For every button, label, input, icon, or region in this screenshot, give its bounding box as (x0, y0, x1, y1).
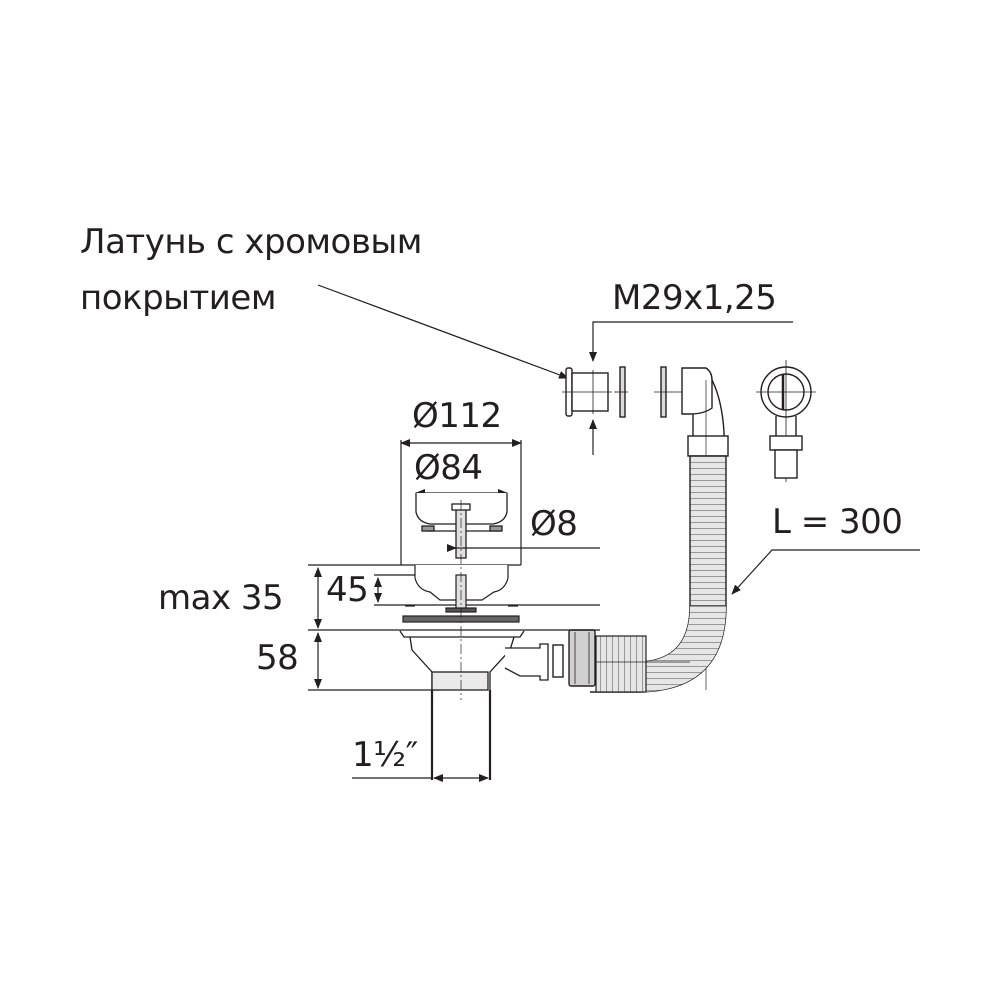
max-thickness-label: max 35 (158, 578, 284, 618)
thread-leader-line (589, 321, 793, 455)
thread-label: M29x1,25 (612, 278, 777, 318)
hose-ring (552, 644, 564, 678)
outlet-size-label: 1½″ (352, 735, 418, 775)
material-note-line2: покрытием (80, 278, 276, 318)
overflow-rosette (562, 367, 612, 417)
basket-diameter-label: Ø84 (414, 448, 483, 488)
overflow-gasket (614, 366, 628, 418)
dim-58 (308, 629, 600, 691)
stem-diameter-label: Ø8 (530, 504, 578, 544)
hose-length-leader (731, 549, 920, 595)
material-note-line1: Латунь с хромовым (80, 222, 422, 262)
dim-112 (400, 439, 522, 565)
outer-diameter-label: Ø112 (412, 396, 502, 436)
hose-length-label: L = 300 (772, 502, 903, 542)
body-height-label: 58 (256, 638, 299, 678)
drain-body (399, 500, 549, 780)
material-leader-line (317, 284, 569, 379)
overflow-front-view (756, 360, 816, 482)
hose-nut (568, 629, 596, 687)
corrugated-hose (590, 455, 727, 693)
basket-depth-label: 45 (326, 570, 369, 610)
